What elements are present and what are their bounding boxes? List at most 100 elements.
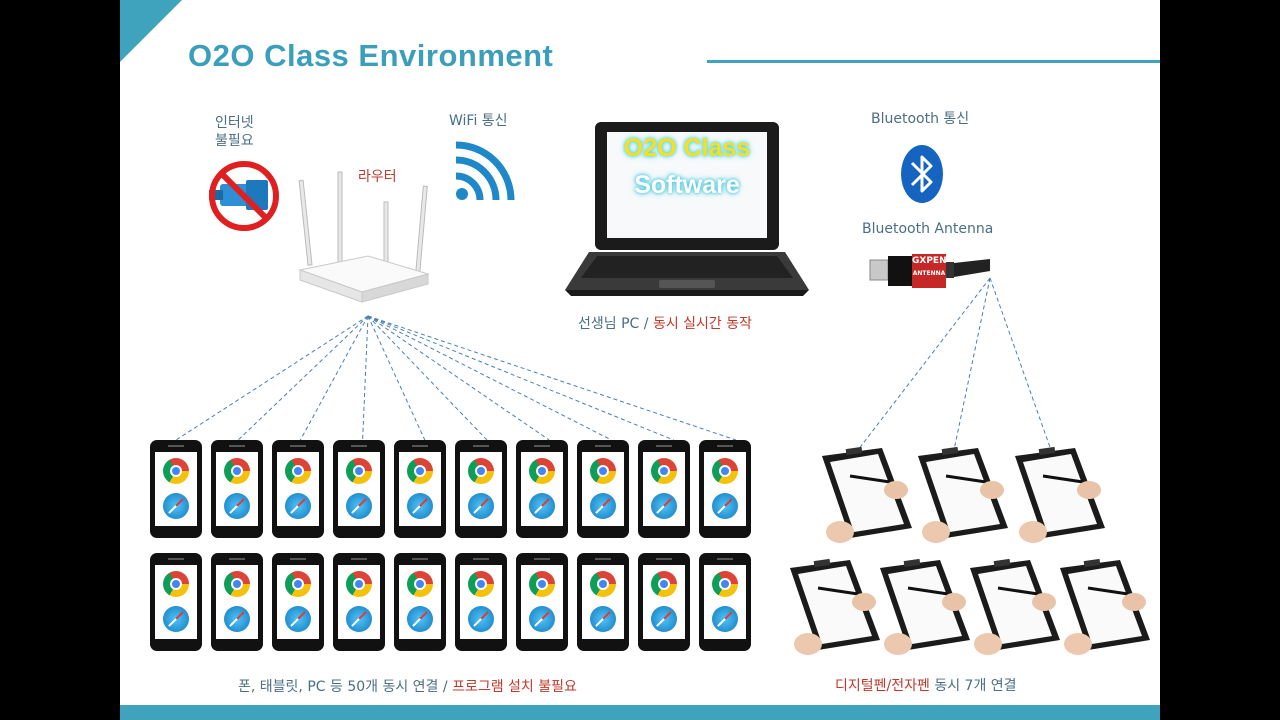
wifi-connection-line (367, 315, 426, 441)
phone-speaker (595, 445, 611, 447)
safari-icon (224, 606, 250, 632)
phone-device (455, 553, 507, 651)
phone-screen (521, 565, 563, 639)
chrome-icon (224, 571, 250, 597)
safari-icon (407, 493, 433, 519)
phone-screen (338, 565, 380, 639)
bluetooth-antenna-icon (869, 254, 990, 288)
digital-pen-device (1013, 446, 1113, 546)
safari-icon (163, 493, 189, 519)
bluetooth-antenna-label: Bluetooth Antenna (862, 221, 994, 237)
wifi-connection-line (367, 315, 488, 441)
phone-screen (643, 452, 685, 526)
title-underline (707, 60, 1160, 63)
chrome-icon (285, 571, 311, 597)
phone-device (577, 553, 629, 651)
phone-screen (643, 565, 685, 639)
antenna-brand-line1: GXPEN (912, 256, 947, 266)
phone-speaker (412, 558, 428, 560)
bluetooth-label: Bluetooth 통신 (871, 111, 970, 127)
chrome-icon (346, 571, 372, 597)
digital-pen-icon (1015, 446, 1105, 543)
safari-icon (651, 493, 677, 519)
router-label: 라우터 (358, 169, 397, 185)
chrome-icon (651, 458, 677, 484)
phone-screen (277, 452, 319, 526)
realtime-text: 동시 실시간 동작 (652, 316, 752, 332)
phone-speaker (656, 445, 672, 447)
phone-screen (338, 452, 380, 526)
phone-screen (155, 452, 197, 526)
teacher-pc-text: 선생님 PC / (578, 316, 653, 332)
phone-speaker (534, 558, 550, 560)
chrome-icon (590, 571, 616, 597)
phone-screen (582, 452, 624, 526)
chrome-icon (224, 458, 250, 484)
laptop-icon (565, 122, 809, 296)
safari-icon (712, 493, 738, 519)
chrome-icon (712, 571, 738, 597)
phone-device (272, 553, 324, 651)
no-install-text: 프로그램 설치 불필요 (452, 679, 577, 695)
wifi-connection-line (367, 315, 612, 441)
antenna-brand-line2: ANTENNA (912, 270, 946, 277)
phone-screen (582, 565, 624, 639)
digital-pen-device (878, 558, 978, 658)
router-icon (298, 171, 430, 303)
pens-text: 디지털펜/전자펜 (835, 678, 930, 694)
safari-icon (529, 606, 555, 632)
digital-pen-device (1058, 558, 1158, 658)
phone-speaker (717, 558, 733, 560)
safari-icon (712, 606, 738, 632)
digital-pen-device (968, 558, 1068, 658)
chrome-icon (163, 458, 189, 484)
wifi-connection-line (362, 315, 369, 441)
chrome-icon (346, 458, 372, 484)
phone-device (516, 553, 568, 651)
page-title: O2O Class Environment (188, 38, 554, 73)
phone-device (394, 440, 446, 538)
phone-device (455, 440, 507, 538)
phone-device (577, 440, 629, 538)
bluetooth-icon (901, 145, 943, 203)
safari-icon (590, 493, 616, 519)
laptop-screen: O2O Class Software (607, 134, 767, 200)
wifi-label: WiFi 통신 (449, 113, 508, 129)
bluetooth-connection-line (989, 277, 1052, 451)
wifi-connection-line (299, 315, 369, 441)
phone-device (211, 440, 263, 538)
phone-screen (216, 565, 258, 639)
chrome-icon (529, 571, 555, 597)
chrome-icon (651, 571, 677, 597)
safari-icon (468, 493, 494, 519)
phone-speaker (351, 558, 367, 560)
bluetooth-connection-line (953, 277, 991, 451)
wifi-connection-line (367, 315, 736, 441)
safari-icon (346, 493, 372, 519)
bluetooth-connection-line (857, 277, 991, 451)
safari-icon (285, 606, 311, 632)
teacher-pc-label: 선생님 PC / 동시 실시간 동작 (578, 313, 752, 333)
phone-device (516, 440, 568, 538)
chrome-icon (407, 571, 433, 597)
slide: O2O Class Environment 인터넷 불필요 라우터 WiFi 통… (120, 0, 1160, 720)
phone-device (638, 440, 690, 538)
phone-speaker (168, 445, 184, 447)
wifi-connection-line (175, 315, 369, 441)
wifi-connection-line (367, 315, 674, 441)
screen-title-line2: Software (634, 171, 740, 199)
digital-pen-device (788, 558, 888, 658)
digital-pen-icon (822, 446, 912, 543)
bluetooth-connections (857, 277, 1052, 451)
wifi-connections (175, 315, 736, 441)
digital-pen-icon (790, 558, 880, 655)
safari-icon (529, 493, 555, 519)
phone-device (333, 553, 385, 651)
safari-icon (224, 493, 250, 519)
phone-speaker (351, 445, 367, 447)
phone-screen (704, 565, 746, 639)
phone-screen (704, 452, 746, 526)
safari-icon (651, 606, 677, 632)
safari-icon (163, 606, 189, 632)
phone-speaker (290, 558, 306, 560)
